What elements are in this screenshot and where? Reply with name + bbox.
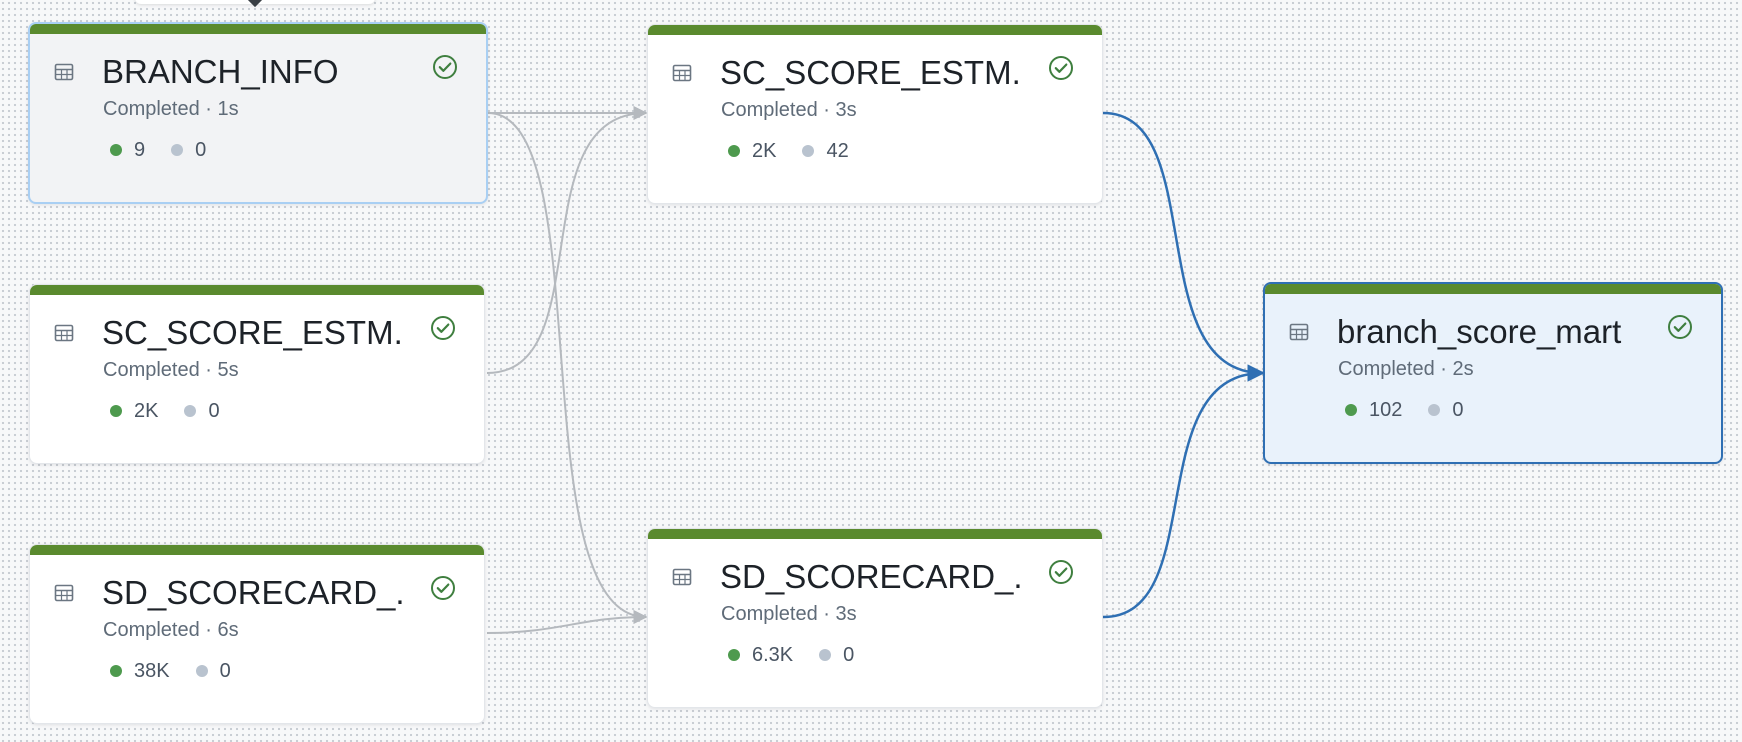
node-metrics: 9 0	[110, 137, 232, 163]
status-bar	[30, 545, 484, 555]
neutral-dot-icon	[195, 665, 208, 677]
node-metrics: 2K 0	[110, 398, 246, 424]
node-status: Completed · 5s	[103, 359, 239, 381]
neutral-dot-icon	[819, 649, 832, 661]
node-status: Completed · 1s	[103, 98, 239, 120]
edge-n5-n6	[1102, 364, 1265, 619]
node-branch-score-mart[interactable]: branch_score_mart Completed · 2s 102 0	[1263, 282, 1723, 464]
table-icon	[672, 64, 692, 82]
metric-success: 2K	[728, 138, 776, 164]
metric-success-value: 102	[1369, 399, 1403, 421]
metric-other-value: 0	[843, 644, 855, 666]
check-circle-icon	[433, 55, 457, 79]
metric-success: 38K	[110, 658, 170, 684]
edge-n4-n6	[1102, 111, 1265, 382]
metric-success: 2K	[110, 398, 158, 424]
metric-success: 9	[110, 137, 145, 163]
neutral-dot-icon	[184, 405, 197, 417]
success-dot-icon	[728, 649, 740, 661]
node-metrics: 38K 0	[110, 658, 257, 684]
metric-other: 0	[195, 658, 231, 684]
success-dot-icon	[1345, 404, 1357, 416]
node-branch-info[interactable]: BRANCH_INFO Completed · 1s 9 0	[28, 22, 488, 204]
metric-other-value: 0	[208, 400, 220, 422]
metric-success-value: 6.3K	[752, 644, 794, 666]
table-icon	[54, 584, 74, 602]
check-circle-icon	[431, 576, 455, 600]
node-status: Completed · 3s	[721, 99, 857, 121]
metric-other: 0	[171, 137, 206, 163]
success-dot-icon	[110, 665, 122, 677]
node-title: SD_SCORECARD_...	[720, 558, 1020, 595]
node-title: SC_SCORE_ESTM...	[102, 314, 402, 351]
metric-other: 42	[802, 138, 849, 164]
node-status: Completed · 3s	[721, 603, 857, 625]
metric-success-value: 9	[134, 139, 146, 161]
neutral-dot-icon	[802, 145, 815, 157]
status-bar	[648, 25, 1102, 35]
node-title: BRANCH_INFO	[102, 53, 339, 90]
edge-n2-n4	[486, 106, 648, 374]
node-title: SC_SCORE_ESTM...	[720, 54, 1020, 91]
metric-other-value: 0	[219, 660, 231, 682]
node-sd-scorecard-mid[interactable]: SD_SCORECARD_... Completed · 3s 6.3K 0	[647, 528, 1103, 708]
table-icon	[1289, 323, 1309, 341]
status-bar	[30, 24, 486, 34]
metric-success: 102	[1345, 397, 1402, 423]
neutral-dot-icon	[171, 144, 184, 156]
metric-success-value: 2K	[752, 140, 777, 162]
check-circle-icon	[1049, 56, 1073, 80]
metric-other-value: 42	[826, 140, 849, 162]
success-dot-icon	[110, 144, 122, 156]
check-circle-icon	[1668, 315, 1692, 339]
node-status: Completed · 6s	[103, 619, 239, 641]
node-sc-score-estm-mid[interactable]: SC_SCORE_ESTM... Completed · 3s 2K 42	[647, 24, 1103, 204]
edge-n1-n5	[487, 112, 648, 624]
metric-other: 0	[819, 642, 854, 668]
node-metrics: 102 0	[1345, 397, 1490, 423]
status-bar	[30, 285, 484, 295]
status-bar	[648, 529, 1102, 539]
node-sd-scorecard-left[interactable]: SD_SCORECARD_... Completed · 6s 38K 0	[29, 544, 485, 724]
status-bar	[1265, 284, 1721, 294]
node-title: branch_score_mart	[1337, 313, 1622, 350]
success-dot-icon	[728, 145, 740, 157]
success-dot-icon	[110, 405, 122, 417]
neutral-dot-icon	[1428, 404, 1441, 416]
node-sc-score-estm-left[interactable]: SC_SCORE_ESTM... Completed · 5s 2K 0	[29, 284, 485, 464]
metric-other: 0	[1428, 397, 1464, 423]
node-status: Completed · 2s	[1338, 358, 1474, 380]
edge-n3-n5	[486, 610, 648, 634]
metric-success-value: 38K	[134, 660, 170, 682]
table-icon	[672, 568, 692, 586]
node-metrics: 6.3K 0	[728, 642, 880, 668]
metric-success-value: 2K	[134, 400, 159, 422]
node-title: SD_SCORECARD_...	[102, 574, 402, 611]
check-circle-icon	[431, 316, 455, 340]
metric-other-value: 0	[1452, 399, 1464, 421]
metric-other-value: 0	[195, 139, 207, 161]
node-metrics: 2K 42	[728, 138, 875, 164]
table-icon	[54, 63, 74, 81]
metric-other: 0	[184, 398, 220, 424]
table-icon	[54, 324, 74, 342]
check-circle-icon	[1049, 560, 1073, 584]
metric-success: 6.3K	[728, 642, 793, 668]
